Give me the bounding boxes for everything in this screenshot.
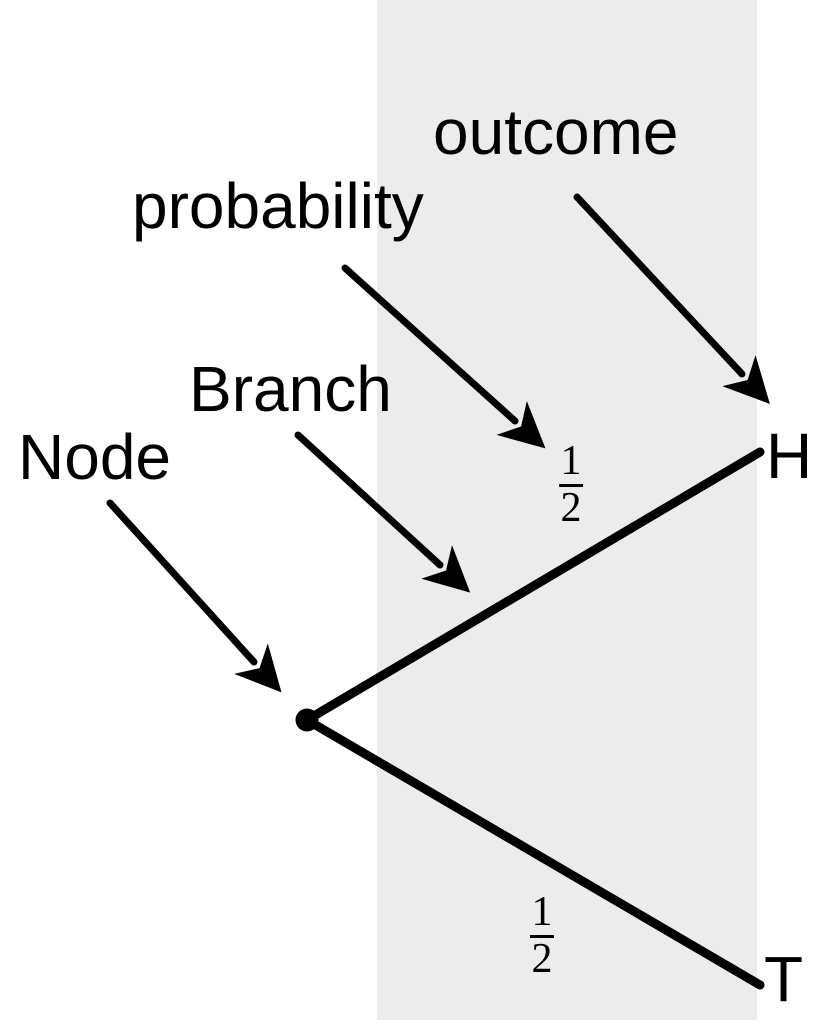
branch-annotation-arrow [294, 431, 471, 593]
fraction-numerator: 1 [531, 889, 553, 935]
node-annotation-label: Node [18, 421, 171, 493]
fraction-bar [530, 934, 554, 938]
fraction-numerator: 1 [560, 438, 582, 484]
outcome-column-band [377, 0, 757, 1020]
fraction-denominator: 2 [560, 484, 582, 531]
outcome-label-tails: T [764, 943, 804, 1015]
branch-line-heads [302, 447, 765, 725]
probability-annotation-label: probability [132, 170, 424, 242]
outcome-label-heads: H [766, 420, 813, 492]
root-node-dot [295, 708, 319, 732]
branch-annotation-label: Branch [189, 353, 392, 425]
outcome-annotation-arrow [573, 193, 770, 404]
node-annotation-arrow [106, 499, 282, 693]
probability-annotation-arrow [341, 264, 546, 449]
fraction-bar [559, 483, 583, 487]
outcome-annotation-label: outcome [433, 96, 679, 168]
probability-fraction-heads: 1 2 [559, 438, 583, 531]
fraction-denominator: 2 [531, 935, 553, 982]
probability-fraction-tails: 1 2 [530, 889, 554, 982]
branch-line-tails [302, 715, 765, 990]
